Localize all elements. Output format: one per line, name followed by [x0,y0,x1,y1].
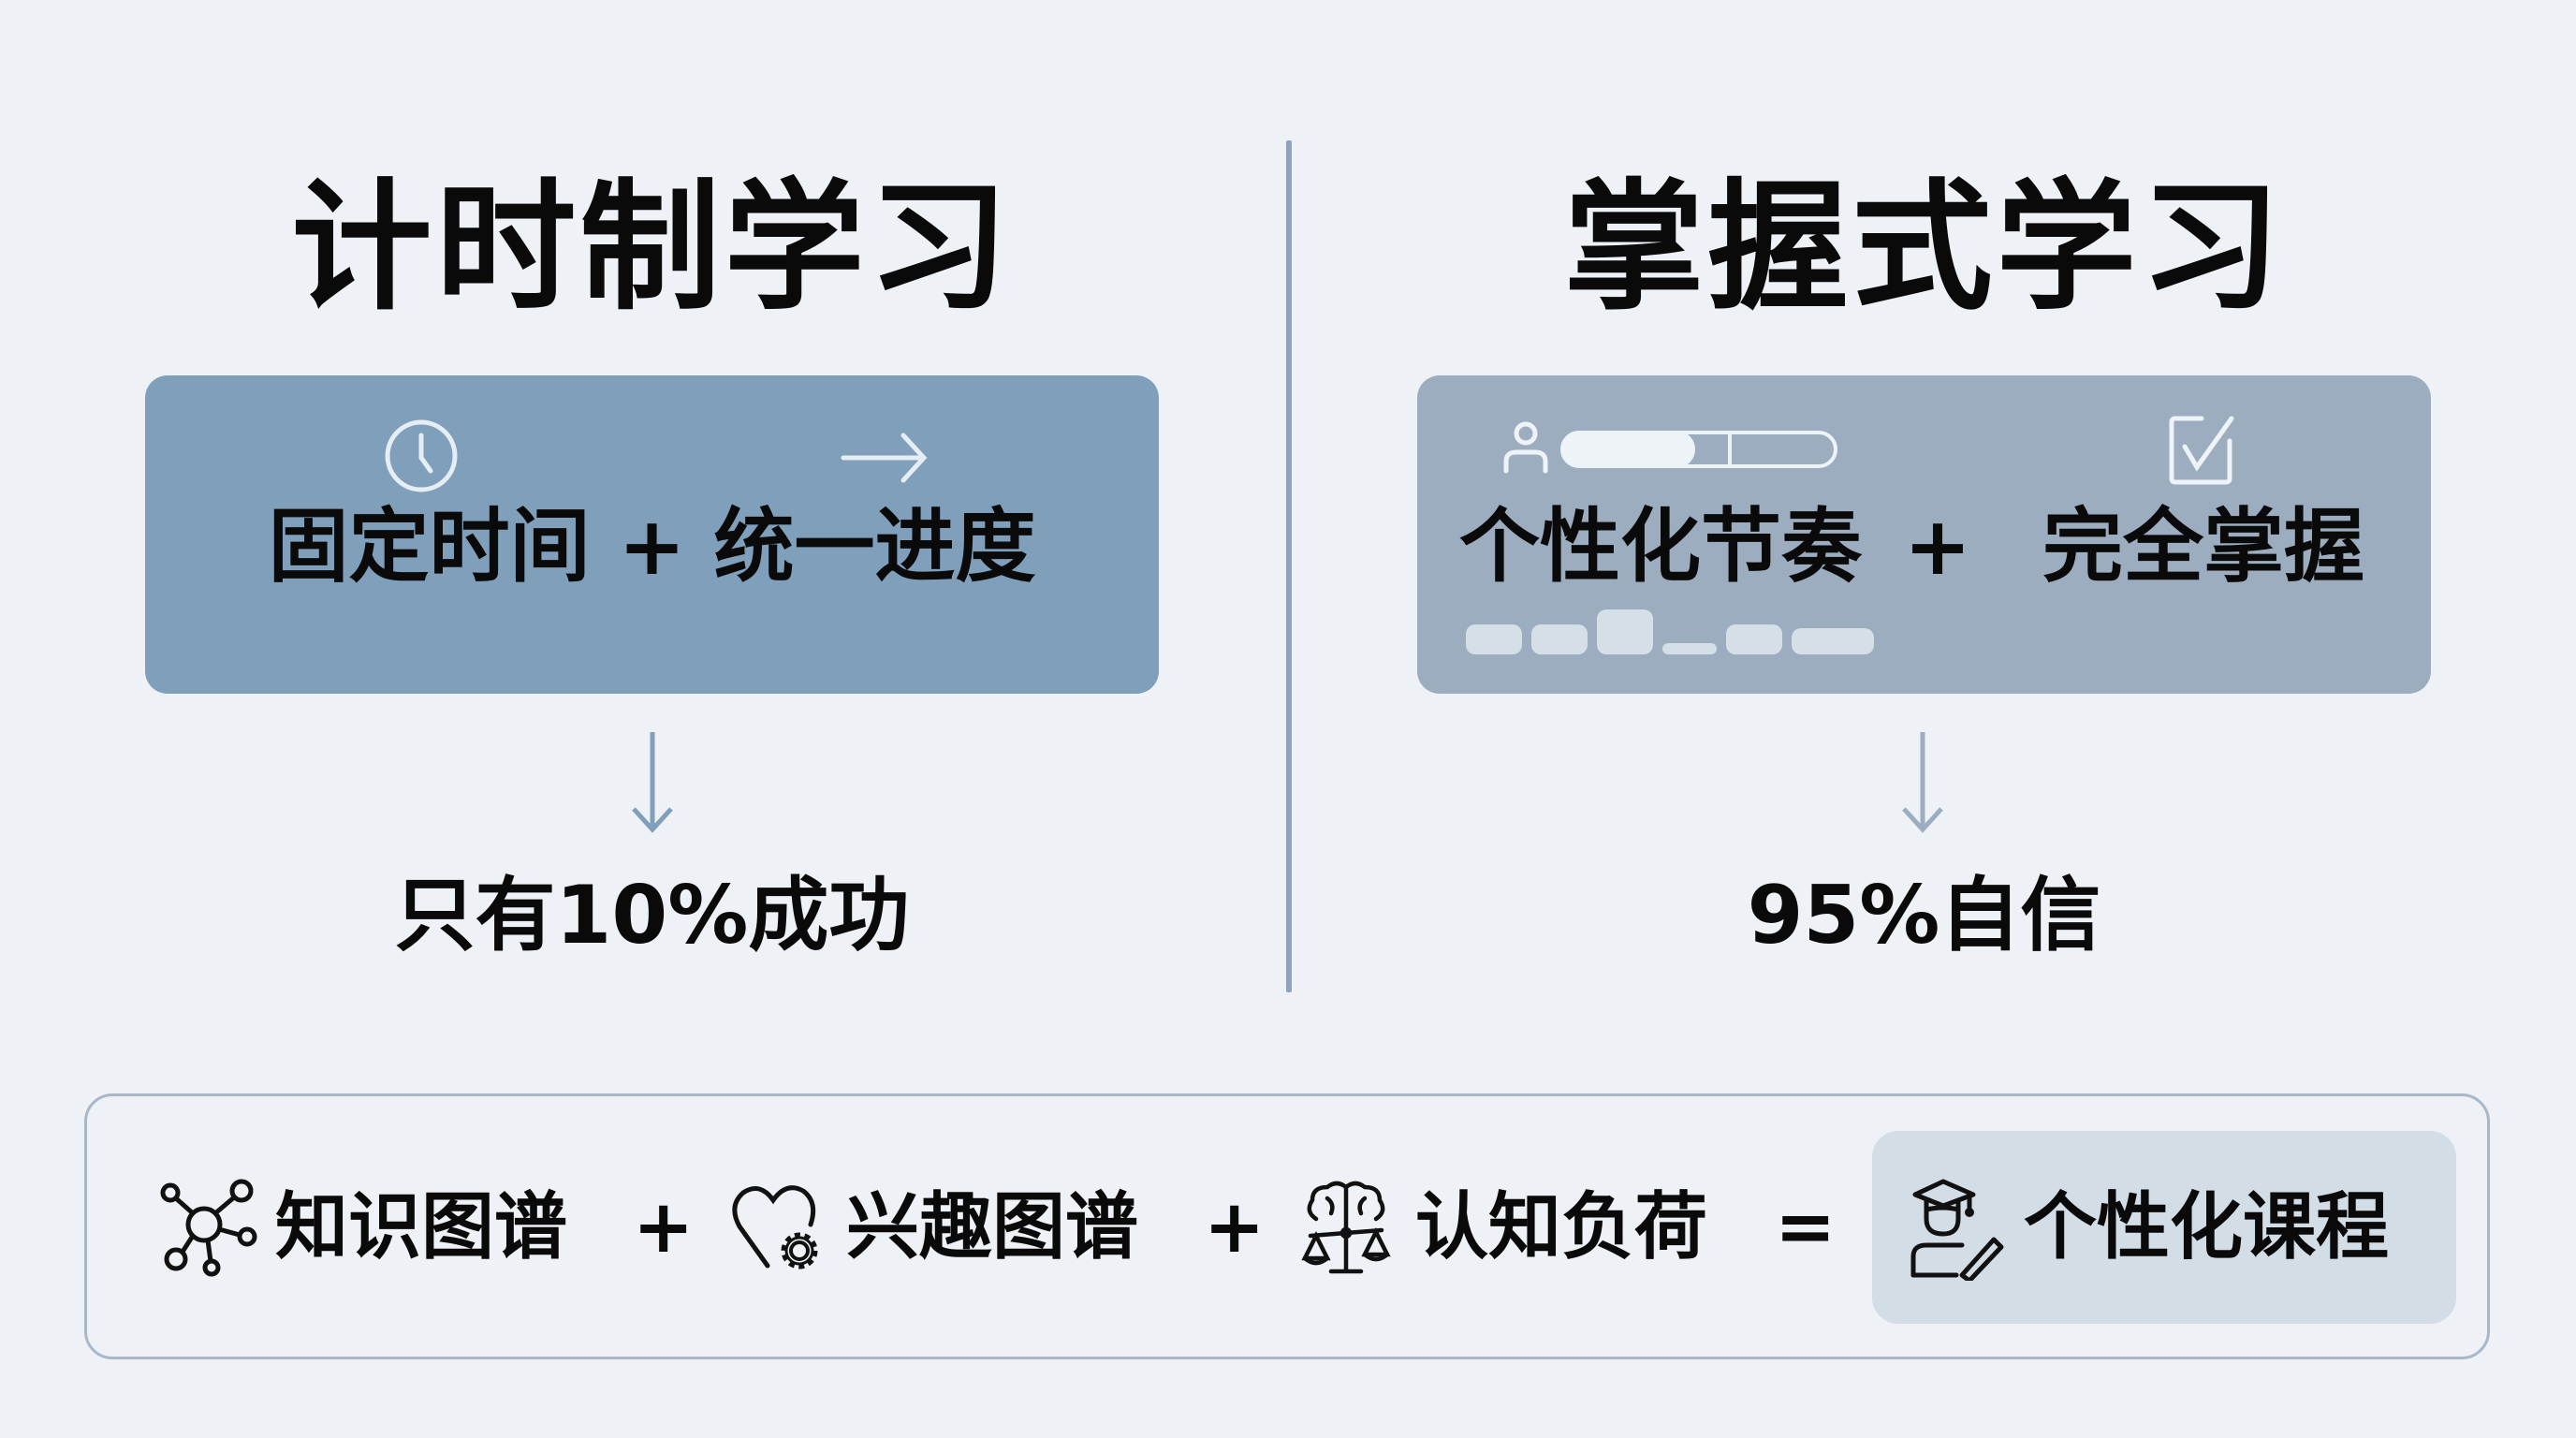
interest-graph-label: 兴趣图谱 [846,1185,1139,1269]
arrow-right-icon [841,433,928,483]
left-result: 只有10%成功 [394,869,910,962]
cognitive-load-label: 认知负荷 [1415,1185,1708,1269]
equals-sign: = [1775,1185,1837,1269]
right-result: 95%自信 [1747,869,2101,962]
progress-bar-icon [1560,431,1837,468]
time-based-card-text: 固定时间 + 统一进度 [268,500,1036,594]
personalized-course-label: 个性化课程 [2024,1185,2390,1269]
personalized-course-box [1872,1131,2456,1324]
arrow-down-icon [632,732,673,833]
column-divider [1286,140,1292,992]
mastery-card-plus: + [1904,500,1972,594]
brain-scale-icon [1301,1181,1391,1274]
step-blocks-icon [1466,609,1878,666]
mastery-card-text-pace: 个性化节奏 [1459,500,1862,594]
mastery-card-text-mastery: 完全掌握 [2042,500,2364,594]
network-graph-icon [160,1179,257,1277]
arrow-down-icon [1902,732,1943,833]
plus-sign: + [1204,1185,1266,1269]
left-title: 计时制学习 [291,167,1013,330]
plus-sign: + [633,1185,695,1269]
mastery-card: 个性化节奏 + 完全掌握 [1417,375,2431,694]
checkbox-checked-icon [2169,416,2234,485]
right-title: 掌握式学习 [1563,167,2285,330]
knowledge-graph-label: 知识图谱 [275,1185,568,1269]
person-icon [1503,421,1548,474]
heart-gear-icon [732,1185,818,1269]
time-based-card: 固定时间 + 统一进度 [145,375,1159,694]
clock-icon [385,419,458,492]
student-pencil-icon [1910,1179,2004,1281]
